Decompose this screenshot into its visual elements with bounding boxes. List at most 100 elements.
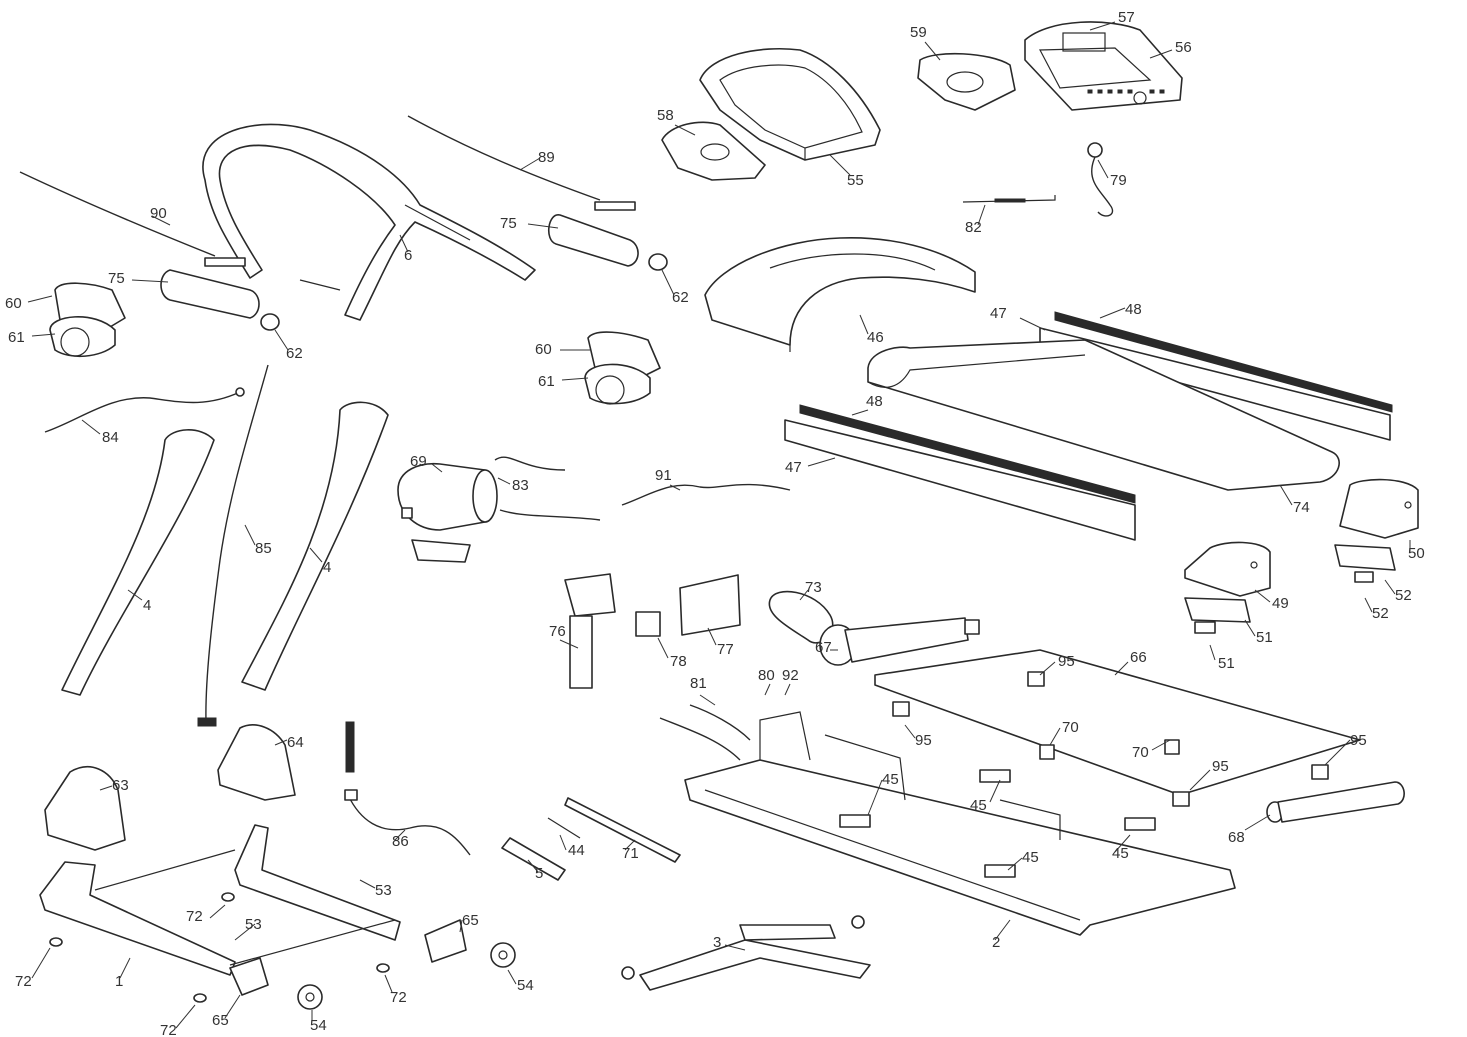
part-callout: 73 <box>805 579 822 596</box>
leader-line <box>1209 644 1216 661</box>
part-callout: 83 <box>512 477 529 494</box>
leader-line <box>1279 484 1293 506</box>
leader-line <box>784 683 791 696</box>
part-callout: 62 <box>672 289 689 306</box>
part-callout: 51 <box>1256 629 1273 646</box>
part-callout: 46 <box>867 329 884 346</box>
leader-line <box>1114 834 1131 853</box>
leader-line <box>1039 661 1056 676</box>
leader-line <box>459 919 463 933</box>
part-callout: 57 <box>1118 9 1135 26</box>
part-callout: 51 <box>1218 655 1235 672</box>
leader-line <box>1049 727 1061 746</box>
part-callout: 70 <box>1062 719 1079 736</box>
leader-line <box>274 739 288 746</box>
main-frame <box>684 711 1236 936</box>
leader-line <box>1364 597 1373 613</box>
part-callout: 6 <box>404 247 412 264</box>
part-callout: 92 <box>782 667 799 684</box>
side-rail-front <box>784 404 1136 541</box>
part-callout: 77 <box>717 641 734 658</box>
part-callout: 45 <box>1022 849 1039 866</box>
part-callout: 68 <box>1228 829 1245 846</box>
motor-hood <box>704 236 976 352</box>
part-callout: 75 <box>500 215 517 232</box>
part-callout: 4 <box>323 559 331 576</box>
leader-line <box>1189 769 1211 791</box>
upright-cables <box>44 364 269 727</box>
handlebar-frame <box>202 123 536 321</box>
rear-end-cap-right <box>1334 478 1419 583</box>
rear-end-cap-left <box>1184 541 1271 634</box>
leader-line <box>81 419 101 435</box>
leader-line <box>527 223 559 229</box>
part-callout: 62 <box>286 345 303 362</box>
leader-line <box>507 969 517 985</box>
part-callout: 90 <box>150 205 167 222</box>
leader-line <box>519 157 541 171</box>
part-callout: 59 <box>910 24 927 41</box>
leader-line <box>1244 814 1271 831</box>
choke-transformer <box>635 611 661 637</box>
console-tray <box>699 47 881 161</box>
controller-board <box>679 574 741 636</box>
shock-absorber <box>564 797 681 863</box>
part-callout: 75 <box>108 270 125 287</box>
leader-line <box>657 637 669 659</box>
part-callout: 54 <box>310 1017 327 1034</box>
part-callout: 65 <box>212 1012 229 1029</box>
part-callout: 89 <box>538 149 555 166</box>
running-deck <box>867 339 1340 491</box>
leader-line <box>674 124 696 136</box>
upright-cover-left <box>44 766 126 851</box>
part-callout: 50 <box>1408 545 1425 562</box>
part-callout: 60 <box>535 341 552 358</box>
leader-line <box>867 779 883 816</box>
leveling-feet <box>49 892 390 1003</box>
part-callout: 95 <box>915 732 932 749</box>
leader-line <box>1099 307 1126 319</box>
leader-line <box>624 839 636 851</box>
leader-line <box>1324 739 1351 766</box>
part-callout: 86 <box>392 833 409 850</box>
leader-line <box>27 295 53 303</box>
leader-line <box>1384 579 1396 595</box>
leader-line <box>1114 661 1129 676</box>
leader-line <box>384 974 393 993</box>
part-callout: 67 <box>815 639 832 656</box>
part-callout: 79 <box>1110 172 1127 189</box>
side-rail-rear <box>1039 311 1393 441</box>
part-callout: 65 <box>462 912 479 929</box>
base-frame <box>39 824 401 976</box>
leader-line <box>527 859 539 873</box>
grip-end-caps <box>260 253 668 331</box>
frame-cables <box>659 704 751 761</box>
console-side-bracket-right <box>917 52 1016 111</box>
motor-wiring <box>621 483 791 506</box>
part-callout: 49 <box>1272 595 1289 612</box>
leader-line <box>127 589 143 601</box>
leader-line <box>994 919 1011 941</box>
part-callout: 56 <box>1175 39 1192 56</box>
upright-left <box>61 429 215 696</box>
part-callout: 80 <box>758 667 775 684</box>
leader-line <box>559 639 579 649</box>
part-callout: 64 <box>287 734 304 751</box>
damper-rubber <box>345 721 355 773</box>
part-callout: 61 <box>538 373 555 390</box>
leader-line <box>309 547 323 563</box>
leader-line <box>851 409 869 416</box>
leader-line <box>131 279 169 283</box>
sensor-cable <box>344 789 471 856</box>
part-callout: 58 <box>657 107 674 124</box>
leader-line <box>99 785 113 791</box>
leader-line <box>151 215 171 226</box>
part-callout: 72 <box>186 908 203 925</box>
leader-line <box>224 994 241 1019</box>
part-callout: 1 <box>115 973 123 990</box>
part-callout: 61 <box>8 329 25 346</box>
upright-cover-right <box>217 724 296 801</box>
leader-line <box>904 724 916 739</box>
drive-motor <box>397 456 601 563</box>
